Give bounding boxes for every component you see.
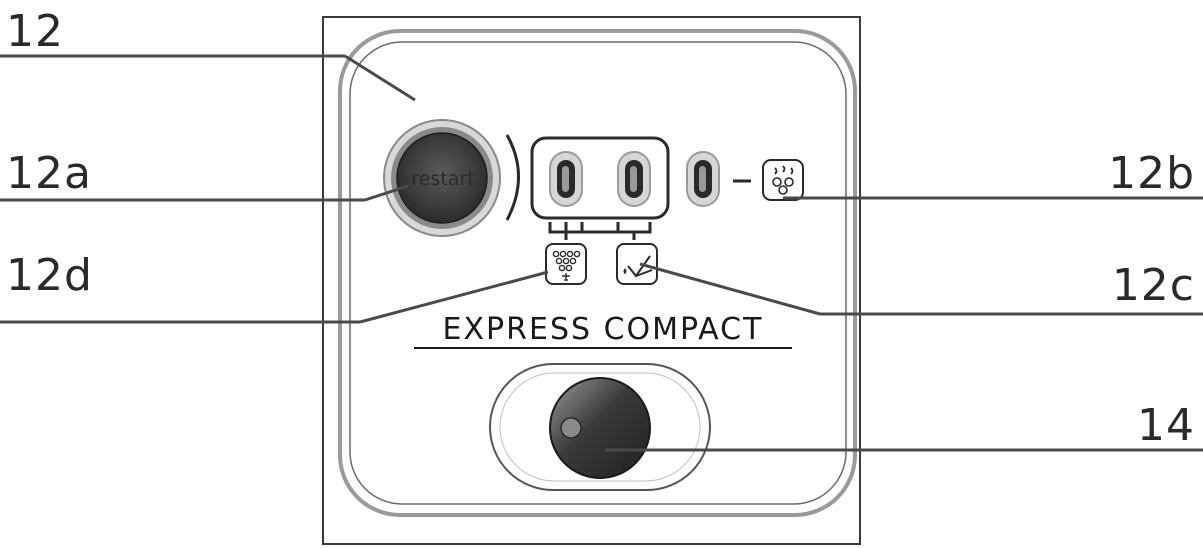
leader-12a-diag [364, 184, 409, 202]
indicator-light-1 [549, 151, 583, 207]
leader-12c-diag [639, 262, 821, 316]
leader-12d-diag [359, 270, 549, 324]
callout-12d: 12d [6, 250, 93, 301]
callout-14: 14 [1137, 400, 1195, 451]
selector-knob[interactable] [549, 377, 651, 479]
restart-button[interactable] [396, 132, 488, 224]
callout-12c: 12c [1111, 260, 1195, 311]
bracket-connector-2 [580, 222, 636, 240]
knob-housing-inner [499, 372, 701, 482]
callout-12: 12 [6, 6, 64, 57]
indicator-light-3 [686, 151, 720, 207]
panel-inner-border [349, 41, 847, 505]
bracket-connector-3 [616, 222, 652, 234]
cleaning-icon [545, 243, 587, 285]
callout-12b: 12b [1108, 148, 1195, 199]
panel-outer-border [338, 29, 857, 517]
brand-name: EXPRESS COMPACT [442, 312, 764, 347]
restart-label: restart [411, 168, 475, 190]
bracket-arc [505, 134, 520, 221]
leader-12-diag [344, 54, 416, 102]
callout-12a: 12a [6, 148, 92, 199]
indicator-group-box [530, 136, 670, 220]
indicator-light-2 [617, 151, 651, 207]
descale-icon [616, 243, 658, 285]
steam-icon [762, 159, 804, 201]
panel-frame [322, 16, 861, 545]
selector-knob-marker [560, 417, 582, 439]
